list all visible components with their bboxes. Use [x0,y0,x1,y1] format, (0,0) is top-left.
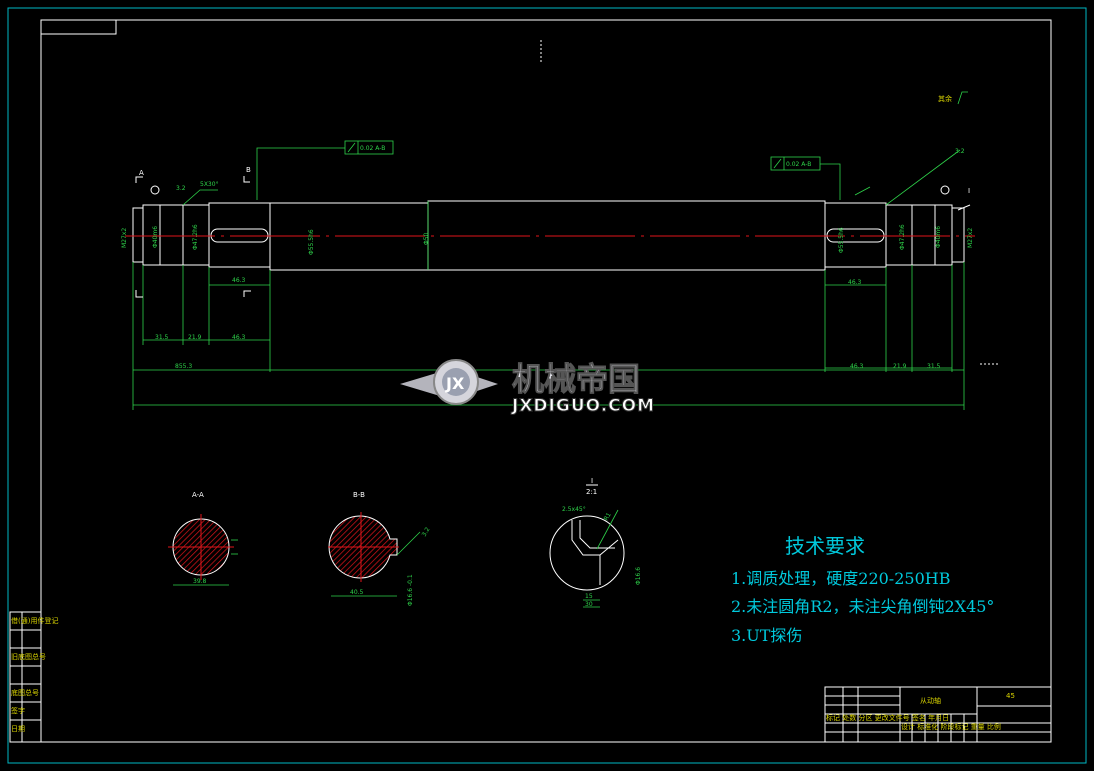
dim-left-seg3: 46.3 [232,334,246,341]
roughness-right: 3.2 [955,148,965,155]
detail-dia: Φ16.6 [635,567,642,585]
right-leader [885,149,961,206]
dim-right-shoulder: Φ55.5h6 [838,227,845,253]
cut-a-label: A [139,169,144,177]
datum-b-marker [940,185,950,195]
watermark-url: JXDIGUO.COM [511,396,655,416]
tech-item-2: 2.未注圆角R2，未注尖角倒钝2X45° [731,597,994,616]
tech-item-1: 1.调质处理，硬度220-250HB [731,569,950,588]
main-dimensions [132,201,965,410]
watermark-logo: JX [400,359,498,405]
title-material: 45 [1006,692,1015,700]
dim-left-seg2: 21.9 [188,334,202,341]
chamfer-label: 5X30° [200,181,219,188]
detail-mark: I [968,187,970,195]
title-header-row: 标记 处数 分区 更改文件号 签名 年月日 [826,713,949,722]
cut-b-bottom [243,290,251,297]
roughness-symbol [957,91,968,105]
roughness-left: 3.2 [176,185,186,192]
detail-d30: 30 [585,601,593,608]
detail-title: I [591,477,593,485]
detail-radius: R1 [603,511,613,522]
dim-right-seg3: 31.5 [927,363,941,370]
dim-right-seg2: 21.9 [893,363,907,370]
cut-a-top [135,176,143,183]
watermark-emblem: JX [445,374,465,393]
side-strip-item: 日期 [11,725,25,733]
detail-chamfer: 2.5x45° [562,506,586,513]
drawing-frame [40,19,1052,743]
cut-b-top [243,176,250,183]
dim-right-thread: M27x2 [967,228,974,248]
dim-right-bearing: Φ40m6 [935,226,942,248]
dim-left-step: Φ47.2h6 [192,224,199,250]
bb-width: 40.5 [350,589,364,596]
shaft-main-view [125,200,975,271]
right-chamfer-leader [854,186,871,196]
side-strip-item: 借(通)用件登记 [11,616,58,625]
side-strip-item: 旧底图总号 [11,652,46,661]
side-strip: 借(通)用件登记 旧底图总号 底图总号 签字 日期 [9,611,58,743]
aa-width: 39.8 [193,578,207,585]
section-bb: B-B 3.2 40.5 Φ16.6 -0.1 [328,491,432,606]
title-sub-row: 设计 标准化 阶段标记 重量 比例 [901,722,1001,731]
section-bb-title: B-B [353,491,365,499]
corner-tab [41,20,117,35]
dim-overall: 855.3 [175,363,192,370]
title-block: 从动轴 45 标记 处数 分区 更改文件号 签名 年月日 设计 标准化 阶段标记… [824,686,1052,743]
tech-heading: 技术要求 [785,534,865,558]
sheet-border [7,7,1087,764]
section-aa: A-A 39.8 [168,491,238,586]
dim-center-dia: Φ50 [423,232,430,245]
chamfer-leader [182,189,218,206]
section-aa-title: A-A [192,491,204,499]
tolerance-right-value: 0.02 A-B [786,161,811,168]
bb-angle: 3.2 [421,526,432,538]
dim-left-shoulder: Φ55.5h6 [308,229,315,255]
bb-keyway: Φ16.6 -0.1 [407,574,414,606]
detail-leader [957,204,971,211]
cut-b-label: B [246,166,251,174]
watermark-text: 机械帝国 [512,360,640,398]
detail-d15: 15 [585,593,593,600]
title-part-name: 从动轴 [920,696,941,705]
dim-right-seg1: 46.3 [850,363,864,370]
tolerance-left-value: 0.02 A-B [360,145,385,152]
side-strip-item: 底图总号 [11,688,39,697]
side-strip-item: 签字 [11,706,25,715]
right-tolerance-frame: 0.02 A-B [770,156,841,200]
tech-item-3: 3.UT探伤 [731,626,802,645]
dim-left-seg1: 31.5 [155,334,169,341]
dim-right-key: 46.3 [848,279,862,286]
dim-left-key: 46.3 [232,277,246,284]
left-tolerance-frame: 0.02 A-B [256,140,394,200]
roughness-rest-note: 其余 [938,94,952,103]
dim-right-step: Φ47.2h6 [899,224,906,250]
datum-a-marker [150,185,160,195]
cut-a-bottom [135,290,143,298]
dim-left-thread: M27x2 [121,228,128,248]
detail-i: I 2:1 2.5x45° R1 Φ16.6 15 30 [549,477,642,608]
detail-scale: 2:1 [586,488,597,496]
dim-left-bearing: Φ40m6 [152,226,159,248]
